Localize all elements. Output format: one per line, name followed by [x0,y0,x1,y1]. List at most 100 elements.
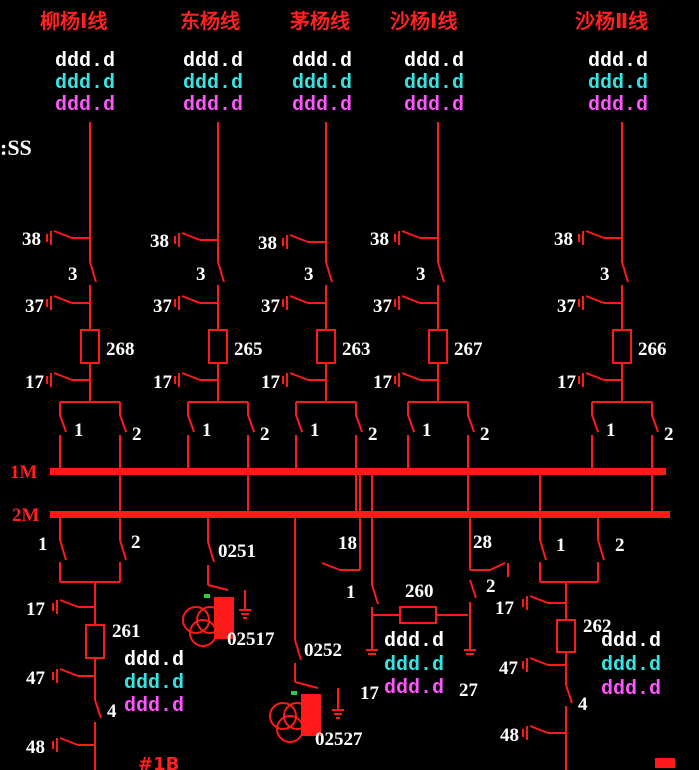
feeder-3-meas-3: ddd.d [292,94,352,117]
feeder-5-sw38-label: 38 [554,229,573,250]
bay262-meas-1: ddd.d [601,630,661,653]
bus-coupler-260 [321,475,509,655]
feeder-4-sw2-label: 2 [480,424,490,445]
feeder-4-sw1-label: 1 [422,420,432,441]
bay261-sw1-label: 1 [38,534,48,555]
breaker-262[interactable] [556,619,576,653]
feeder-1-meas-1: ddd.d [55,50,115,73]
pt2-sw-label: 0252 [304,640,342,661]
feeder-2-meas-1: ddd.d [183,50,243,73]
feeder-1-sw1-label: 1 [74,420,84,441]
bay262-sw48-label: 48 [500,725,519,746]
feeder-2-sw38-label: 38 [150,231,169,252]
bus-1m[interactable] [50,468,666,475]
bay262-meas-3: ddd.d [601,678,661,701]
bottom-right-marker [655,758,675,768]
feeder-4-meas-3: ddd.d [404,94,464,117]
bay262-meas-2: ddd.d [601,654,661,677]
breaker-268[interactable] [80,329,100,364]
feeder-4-sw3-label: 3 [416,264,426,285]
breaker-261[interactable] [85,624,105,659]
coupler-sw28-label: 28 [473,532,492,553]
coupler-breaker-label: 260 [405,581,434,602]
bottom-label: #1B [138,754,179,770]
feeder-title-2: 东杨线 [180,9,240,33]
feeder-5-meas-2: ddd.d [588,72,648,95]
feeder-2-sw2-label: 2 [260,424,270,445]
bay261-sw48-label: 48 [26,737,45,758]
feeder-3-meas-1: ddd.d [292,50,352,73]
coupler-sw18-label: 18 [338,533,357,554]
feeder-5-breaker-label: 266 [638,339,667,360]
breaker-267[interactable] [428,329,448,364]
feeder-1-sw17-label: 17 [25,372,45,393]
bay261-meas-2: ddd.d [124,672,184,695]
feeder-1-breaker-label: 268 [106,339,135,360]
bus-2m-label: 2M [12,505,40,526]
coupler-sw27-label: 27 [459,680,479,701]
feeder-2-sw1-label: 1 [202,420,212,441]
transformer-bay-262 [522,475,605,770]
feeder-3-meas-2: ddd.d [292,72,352,95]
coupler-sw1-label: 1 [346,582,356,603]
feeder-4-meas-1: ddd.d [404,50,464,73]
feeder-3-sw17-label: 17 [261,372,281,393]
feeder-1-meas-2: ddd.d [55,72,115,95]
transformer-bay-261 [52,518,127,770]
coupler-sw17-label: 17 [360,683,380,704]
feeder-5-meas-1: ddd.d [588,50,648,73]
feeder-4-sw17-label: 17 [373,372,393,393]
bay262-sw2-label: 2 [615,535,625,556]
pt1-sw-label: 0251 [218,541,256,562]
feeder-5-sw1-label: 1 [606,420,616,441]
bay262-sw1-label: 1 [556,535,566,556]
pt2-ground-label: 02527 [315,729,363,750]
bay262-breaker-label: 262 [583,616,612,637]
bay261-meas-3: ddd.d [124,695,184,718]
bay262-sw4-label: 4 [578,694,588,715]
coupler-sw2-label: 2 [486,576,496,597]
pt-bay-0252 [294,518,344,719]
pt-bay-0251 [207,518,251,619]
coupler-meas-1: ddd.d [384,630,444,653]
breaker-265[interactable] [208,329,228,364]
feeder-title-5: 沙杨Ⅱ线 [575,9,648,33]
pt-0251-icon[interactable] [182,594,234,647]
feeder-5-sw37-label: 37 [557,296,577,317]
coupler-meas-2: ddd.d [384,654,444,677]
pt-0252-icon[interactable] [269,691,321,743]
feeder-1-sw37-label: 37 [25,296,45,317]
breaker-266[interactable] [612,329,632,364]
feeder-3-sw2-label: 2 [368,424,378,445]
bus-1m-label: 1M [10,462,38,483]
feeder-1-meas-3: ddd.d [55,94,115,117]
feeder-5-meas-3: ddd.d [588,94,648,117]
breaker-260[interactable] [399,606,437,624]
side-label: :SS [0,135,32,160]
feeder-2-meas-3: ddd.d [183,94,243,117]
pt1-ground-label: 02517 [227,629,275,650]
feeder-1-sw38-label: 38 [22,229,41,250]
feeder-3-breaker-label: 263 [342,339,371,360]
feeder-2-meas-2: ddd.d [183,72,243,95]
feeder-2-sw17-label: 17 [153,372,173,393]
bay261-sw17-label: 17 [26,599,46,620]
breaker-263[interactable] [316,329,336,364]
feeder-1-sw3-label: 3 [68,264,78,285]
feeder-3-sw38-label: 38 [258,233,277,254]
feeder-2-breaker-label: 265 [234,339,263,360]
feeder-4-breaker-label: 267 [454,339,483,360]
bay261-sw4-label: 4 [107,701,117,722]
feeder-5-sw3-label: 3 [600,264,610,285]
feeder-5-sw17-label: 17 [557,372,577,393]
feeder-1-sw2-label: 2 [132,424,142,445]
bay262-sw47-label: 47 [499,658,519,679]
bay261-meas-1: ddd.d [124,649,184,672]
feeder-5-sw2-label: 2 [664,424,674,445]
feeder-4-meas-2: ddd.d [404,72,464,95]
